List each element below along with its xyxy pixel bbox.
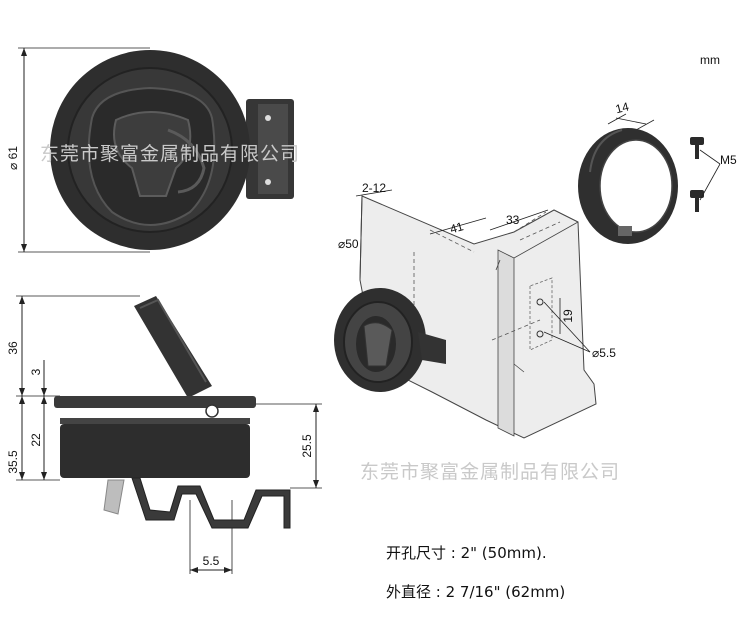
front-dia-label: ⌀ 61 (6, 146, 20, 170)
spec-outer-dia: 外直径 : 2 7/16" (62mm) (386, 583, 565, 601)
side-dim-total: 35.5 (6, 450, 20, 474)
side-dim-body: 22 (29, 433, 43, 447)
unit-label: mm (700, 53, 720, 67)
side-dim-right: 25.5 (300, 434, 314, 458)
iso-hole-dia: ⌀50 (338, 237, 359, 251)
iso-spacing: 19 (561, 309, 575, 323)
front-handle (113, 111, 192, 197)
side-dim-lip: 3 (29, 368, 43, 375)
iso-screws: M5 (690, 137, 737, 212)
side-latch (131, 477, 291, 529)
iso-ring: 14 (578, 99, 678, 244)
spec-cutout: 开孔尺寸 : 2" (50mm). (386, 544, 547, 562)
iso-offset-41: 41 (448, 219, 465, 236)
side-view: 36 35.5 3 22 25.5 5.5 (6, 295, 322, 574)
side-handle (134, 296, 212, 398)
watermark-top: 东莞市聚富金属制品有限公司 (40, 143, 300, 165)
front-view: ⌀ 61 (6, 47, 294, 253)
iso-screw-size: M5 (720, 153, 737, 167)
side-body (60, 424, 250, 478)
iso-thickness: 2-12 (362, 181, 386, 195)
side-flange (54, 396, 256, 408)
side-dim-top: 36 (6, 341, 20, 355)
iso-screw-hole: ⌀5.5 (592, 346, 616, 360)
side-dim-bottom: 5.5 (203, 554, 220, 568)
iso-latch (334, 288, 446, 392)
iso-ring-width: 14 (614, 99, 631, 116)
watermark-bottom: 东莞市聚富金属制品有限公司 (360, 461, 620, 483)
iso-offset-33: 33 (506, 213, 520, 227)
iso-view: 2-12 ⌀50 41 33 19 ⌀5.5 14 (334, 53, 737, 439)
